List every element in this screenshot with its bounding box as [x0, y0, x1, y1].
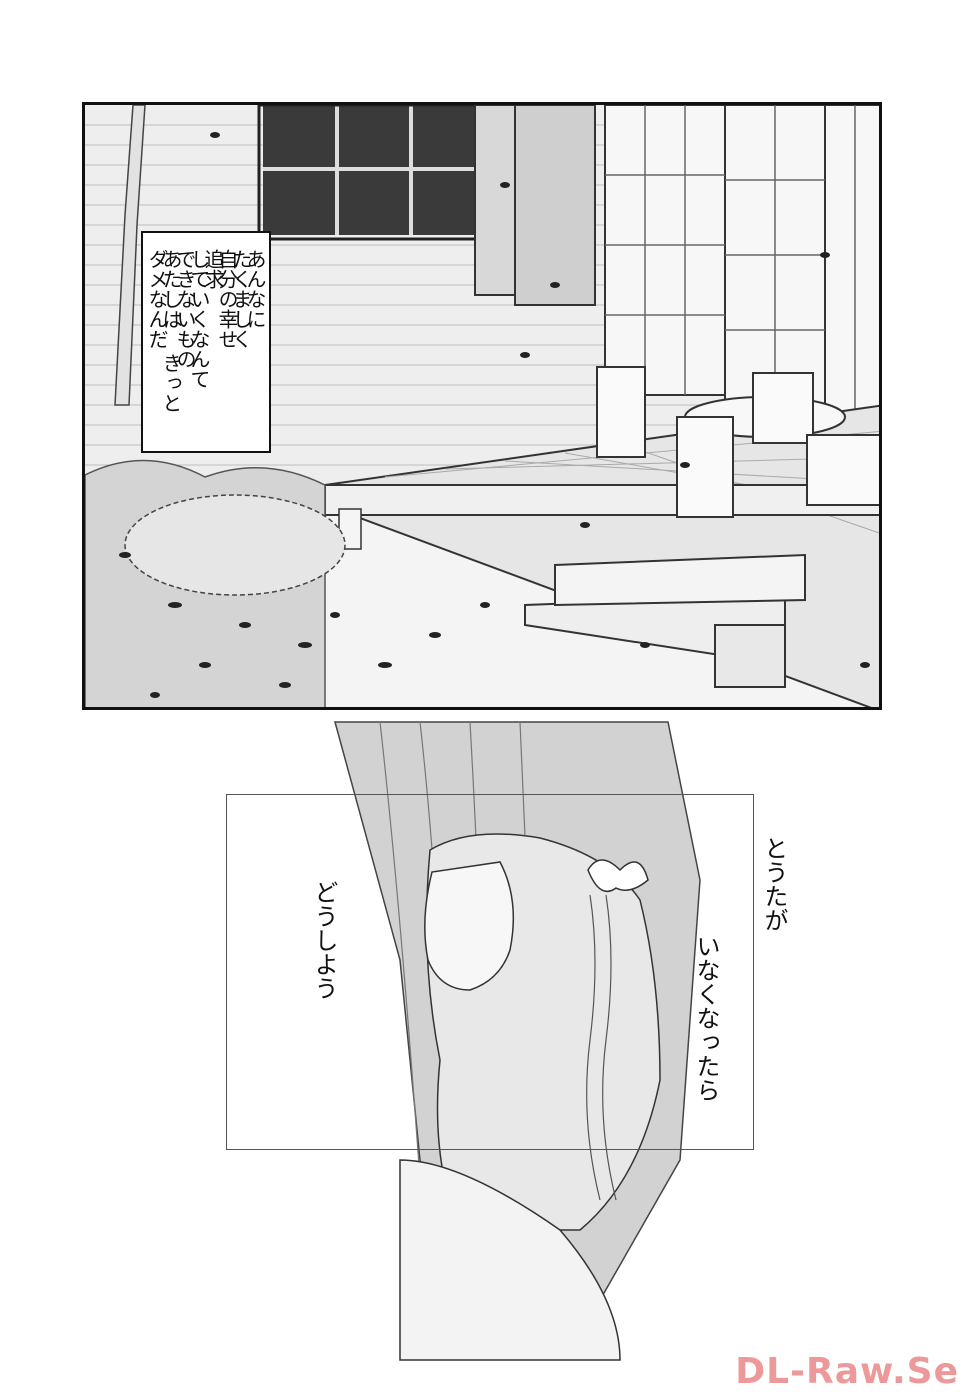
- caption-line: していくなんて: [187, 249, 211, 389]
- caption-line: 追求: [201, 249, 225, 289]
- caption-line: 自分の幸せ: [215, 249, 239, 349]
- caption-line: あたしは きっと: [159, 249, 183, 413]
- porch-illustration: [85, 105, 879, 707]
- watermark-text: DL-Raw.Se: [735, 1351, 959, 1392]
- speech-panel: [226, 794, 754, 1150]
- caption-line: できないもの: [173, 249, 197, 369]
- porch-panel: あんなに たくましく 自分の幸せ 追求 していくなんて できないもの あたしは …: [82, 102, 882, 710]
- narration-box: あんなに たくましく 自分の幸せ 追求 していくなんて できないもの あたしは …: [141, 231, 271, 453]
- speech-line: とうたが: [760, 836, 788, 932]
- speech-line: どうしよう: [310, 880, 338, 1000]
- caption-line: ダメなんだ: [145, 249, 169, 349]
- speech-line: いなくなったら: [692, 934, 720, 1102]
- caption-line: たくましく: [229, 249, 253, 349]
- caption-line: あんなに: [243, 249, 267, 329]
